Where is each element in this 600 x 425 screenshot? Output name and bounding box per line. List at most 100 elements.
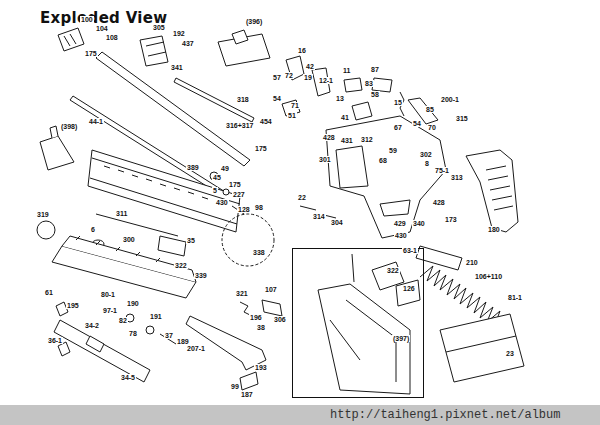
- gas-block: [140, 36, 168, 66]
- watermark-band: http://taiheng1.pixnet.net/album: [0, 405, 600, 425]
- callout-number: 78: [128, 330, 138, 337]
- callout-number: 316+317: [225, 122, 254, 129]
- stock-body: [318, 284, 410, 394]
- gas-tube: [174, 78, 254, 122]
- callout-number: 322: [174, 262, 188, 269]
- callout-number: 322: [386, 267, 400, 274]
- callout-number: 190: [126, 300, 140, 307]
- magwell: [336, 146, 368, 188]
- callout-number: 13: [335, 95, 345, 102]
- callout-number: 12-1: [318, 77, 334, 84]
- front-sight-post: [50, 126, 58, 138]
- selector: [372, 78, 392, 92]
- callout-number: 454: [259, 118, 273, 125]
- callout-number: 312: [360, 136, 374, 143]
- upper-receiver-top: [62, 236, 196, 282]
- callout-number: 108: [105, 34, 119, 41]
- callout-number: 300: [122, 236, 136, 243]
- grip-texture: [486, 166, 513, 210]
- charging-handle: [186, 316, 266, 370]
- callout-number: 54: [272, 95, 282, 102]
- callout-number: 180: [487, 226, 501, 233]
- callout-number: 338: [252, 249, 266, 256]
- lower-receiver: [326, 116, 446, 238]
- callout-number: 189: [176, 338, 190, 345]
- ejection-cover: [158, 236, 186, 256]
- callout-number: 97-1: [102, 307, 118, 314]
- end-plate: [396, 280, 420, 306]
- callout-number: 227: [232, 191, 246, 198]
- callout-number: 341: [170, 64, 184, 71]
- callout-number: 44-1: [88, 118, 104, 125]
- callout-number: 87: [370, 66, 380, 73]
- callout-number: 429: [393, 220, 407, 227]
- callout-number: 11: [342, 67, 351, 74]
- stock-detail: [330, 300, 396, 382]
- callout-number: 57: [272, 74, 282, 81]
- handguard: [88, 150, 240, 232]
- callout-number: 19: [303, 74, 313, 81]
- callout-number: 107: [264, 286, 278, 293]
- callout-number: 38: [256, 324, 266, 331]
- callout-number: 81-1: [507, 294, 523, 301]
- callout-number: 35: [186, 237, 196, 244]
- callout-number: 428: [432, 199, 446, 206]
- callout-number: 315: [455, 115, 469, 122]
- callout-number: 437: [181, 40, 195, 47]
- callout-number: 301: [318, 156, 332, 163]
- callout-number: 431: [340, 137, 354, 144]
- callout-number: 304: [330, 219, 344, 226]
- callout-number: 128: [237, 206, 251, 213]
- detent-ring: [223, 189, 229, 195]
- callout-number: 191: [149, 313, 163, 320]
- callout-number: 305: [152, 24, 166, 31]
- callout-number: 5: [212, 187, 218, 194]
- callout-number: 319: [36, 211, 50, 218]
- callout-number: 71: [290, 102, 300, 109]
- callout-number: 200-1: [440, 96, 460, 103]
- callout-number: 106+110: [474, 273, 503, 280]
- mag-release: [352, 102, 372, 120]
- callout-number: 430: [215, 199, 229, 206]
- front-sight: [40, 136, 74, 170]
- stock-group-box: 322126(397): [292, 248, 424, 398]
- callout-number: 175: [254, 145, 268, 152]
- callout-number: 59: [388, 147, 398, 154]
- callout-number: 61: [44, 289, 54, 296]
- callout-number: 100: [80, 16, 94, 23]
- callout-number: 51: [287, 112, 297, 119]
- disconnector: [344, 78, 362, 92]
- bolt-ring: [146, 326, 154, 334]
- callout-number: 340: [412, 220, 426, 227]
- rear-sight-aperture: [232, 30, 248, 44]
- callout-number: 104: [95, 25, 109, 32]
- callout-number: 58: [370, 91, 380, 98]
- stock-pin: [352, 254, 354, 282]
- callout-number: 313: [450, 174, 464, 181]
- callout-number: 63-1: [402, 247, 418, 254]
- callout-number: 302: [419, 151, 433, 158]
- pistol-grip: [466, 150, 518, 232]
- bolt-carrier-key: [86, 336, 104, 352]
- callout-number: 99: [230, 383, 240, 390]
- callout-number: 85: [425, 106, 435, 113]
- buffer: [416, 246, 462, 270]
- callout-number: 16: [297, 47, 307, 54]
- callout-number: 389: [186, 164, 200, 171]
- callout-number: (396): [245, 18, 263, 25]
- callout-number: 8: [424, 160, 430, 167]
- extractor: [58, 342, 70, 356]
- callout-number: 41: [340, 114, 350, 121]
- callout-number: 37: [164, 332, 174, 339]
- o-ring: [37, 221, 55, 239]
- callout-number: 126: [402, 285, 416, 292]
- callout-number: 45: [212, 174, 222, 181]
- callout-number: 70: [427, 124, 437, 131]
- gas-block-detail: [146, 42, 166, 56]
- callout-number: 339: [194, 272, 208, 279]
- callout-number: 306: [273, 316, 287, 323]
- callout-number: 98: [254, 204, 264, 211]
- callout-number: 34-5: [120, 374, 136, 381]
